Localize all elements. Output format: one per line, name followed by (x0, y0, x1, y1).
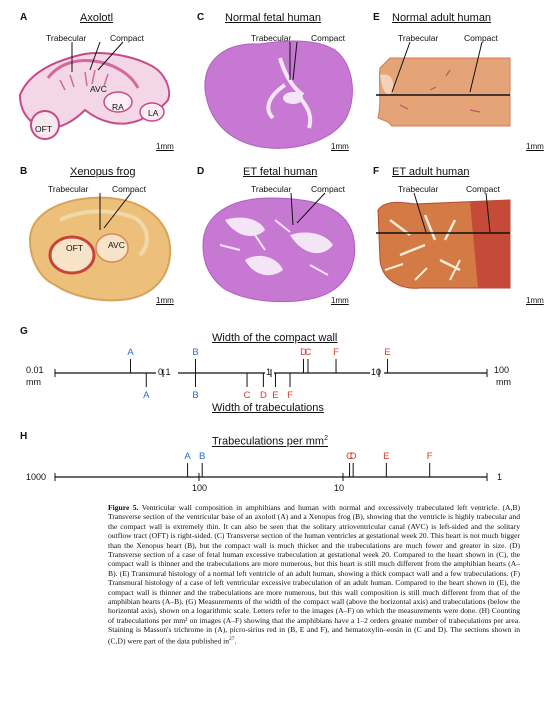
g-point-label-below-c: C (244, 390, 251, 401)
panel-e: E Normal adult human Trabecular Compact … (370, 0, 554, 160)
label-trabecular-b: Trabecular (48, 184, 89, 194)
caption-heading: Figure 5. (108, 503, 139, 512)
g-point-label-above-c: C (305, 347, 312, 358)
panel-letter-h: H (20, 431, 28, 442)
panel-title-a: Axolotl (80, 12, 114, 24)
panel-letter-f: F (373, 166, 380, 177)
panel-f: F ET adult human Trabecular Compact 1mm (370, 160, 554, 310)
trabeculations-per-area-title: Trabeculations per mm2 (212, 435, 328, 448)
panel-title-b: Xenopus frog (70, 166, 136, 178)
g-left-value: 0.01 (26, 365, 44, 375)
panel-g: G Width of the compact wall 0.01 mm 100 … (0, 318, 554, 418)
g-point-label-below-d: D (260, 390, 267, 401)
label-oft-b: OFT (66, 243, 83, 253)
label-compact-a: Compact (110, 33, 145, 43)
h-right-value: 1 (497, 472, 503, 482)
g-point-label-above-d: D (300, 347, 307, 358)
label-compact-c: Compact (311, 33, 346, 43)
scale-bar-c: 1mm (331, 142, 349, 151)
g-left-unit: mm (26, 377, 41, 387)
g-point-label-below-f: F (287, 390, 293, 401)
figure-caption: Figure 5. Ventricular wall composition i… (108, 503, 521, 646)
g-right-value: 100 (494, 365, 510, 375)
histology-image-axolotl (18, 41, 170, 140)
label-ra-a: RA (112, 102, 124, 112)
caption-text: Ventricular wall composition in amphibia… (108, 503, 521, 646)
label-trabecular-e: Trabecular (398, 33, 439, 43)
g-point-label-below-e: E (272, 390, 278, 401)
g-tick-10: 10 (371, 367, 382, 377)
h-point-label-c: C (346, 451, 353, 462)
h-tick-100: 100 (192, 483, 208, 493)
g-point-label-below-b: B (192, 390, 198, 401)
label-trabecular-f: Trabecular (398, 184, 439, 194)
label-avc-b: AVC (108, 240, 125, 250)
trabeculation-width-axis-title: Width of trabeculations (212, 402, 324, 414)
h-point-label-d: D (350, 451, 357, 462)
scale-bar-d: 1mm (331, 296, 349, 305)
h-tick-10: 10 (334, 483, 345, 493)
scale-bar-a: 1mm (156, 142, 174, 151)
g-point-label-above-a: A (127, 347, 134, 358)
panel-letter-e: E (373, 12, 380, 23)
g-tick-0-1: 0.1 (158, 367, 171, 377)
h-point-label-b: B (199, 451, 205, 462)
scale-bar-b: 1mm (156, 296, 174, 305)
panel-title-c: Normal fetal human (225, 12, 321, 24)
label-oft-a: OFT (35, 124, 52, 134)
label-compact-b: Compact (112, 184, 147, 194)
panel-d: D ET fetal human Trabecular Compact 1mm (185, 160, 370, 310)
panel-letter-d: D (197, 166, 205, 177)
histology-image-et-fetal (202, 192, 356, 303)
caption-reference: 27 (229, 635, 235, 642)
histology-image-xenopus (28, 192, 172, 302)
label-la-a: LA (148, 108, 159, 118)
g-point-label-above-f: F (333, 347, 339, 358)
h-point-label-e: E (383, 451, 389, 462)
g-point-label-below-a: A (143, 390, 150, 401)
panel-c: C Normal fetal human Trabecular Compact … (185, 0, 370, 160)
panel-a: A Axolotl Trabecular Compact AVC RA LA O… (0, 0, 185, 160)
label-compact-f: Compact (466, 184, 501, 194)
histology-image-et-adult (376, 192, 511, 289)
panel-title-f: ET adult human (392, 166, 470, 178)
panel-letter-a: A (20, 12, 28, 23)
panel-title-e: Normal adult human (392, 12, 492, 24)
g-tick-1: 1 (266, 367, 272, 377)
label-trabecular-a: Trabecular (46, 33, 87, 43)
panel-b: B Xenopus frog Trabecular Compact OFT AV… (0, 160, 185, 310)
compact-wall-axis-title: Width of the compact wall (212, 332, 338, 344)
h-point-label-f: F (427, 451, 433, 462)
histology-image-normal-fetal (204, 40, 353, 149)
scale-bar-e: 1mm (526, 142, 544, 151)
label-compact-e: Compact (464, 33, 499, 43)
g-right-unit: mm (496, 377, 511, 387)
label-trabecular-c: Trabecular (251, 33, 292, 43)
panel-letter-g: G (20, 326, 28, 337)
label-avc-a: AVC (90, 84, 107, 94)
label-trabecular-d: Trabecular (251, 184, 292, 194)
scale-bar-f: 1mm (526, 296, 544, 305)
histology-image-normal-adult (376, 41, 511, 127)
h-left-value: 1000 (26, 472, 47, 482)
g-point-label-above-e: E (384, 347, 390, 358)
g-point-label-above-b: B (192, 347, 198, 358)
label-compact-d: Compact (311, 184, 346, 194)
h-point-label-a: A (184, 451, 191, 462)
panel-letter-c: C (197, 12, 205, 23)
panel-letter-b: B (20, 166, 28, 177)
panel-title-d: ET fetal human (243, 166, 318, 178)
